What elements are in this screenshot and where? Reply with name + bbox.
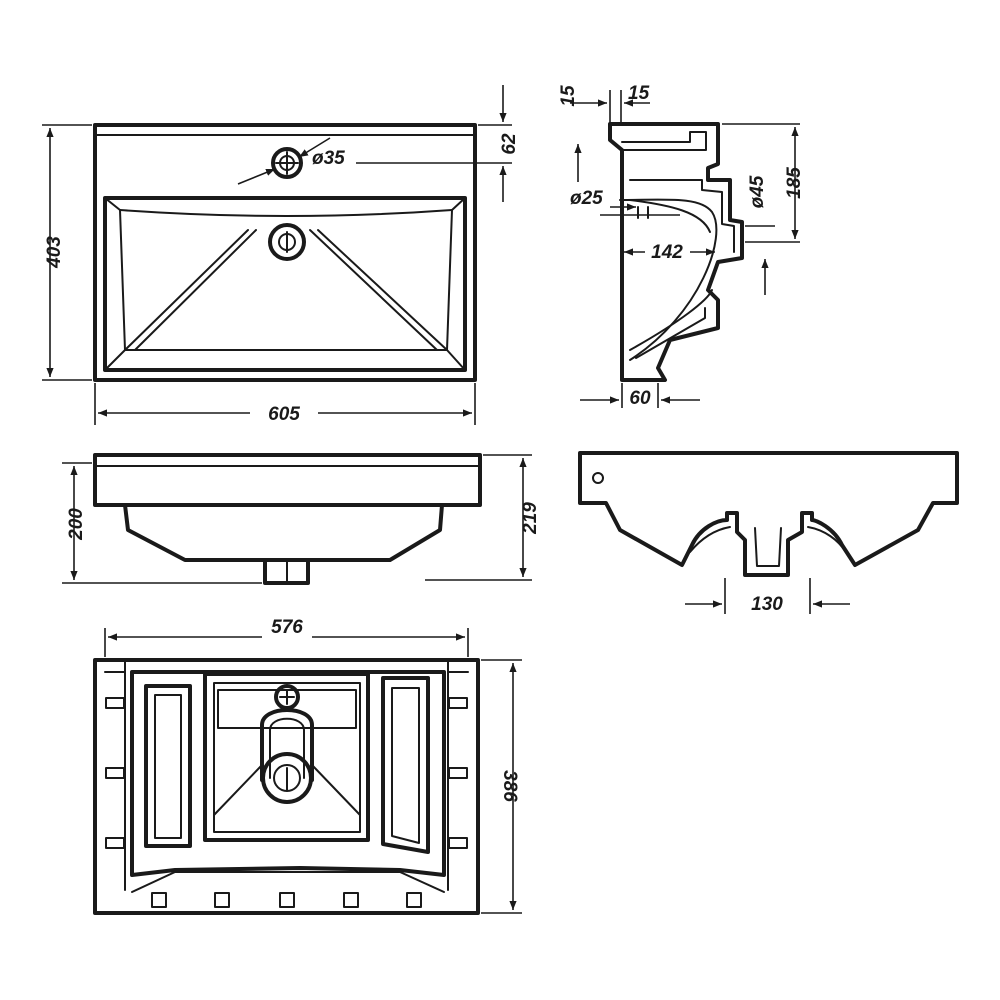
dimension-576: 576 (104, 617, 469, 657)
waste-outlet-underside (260, 684, 314, 804)
dimension-185: 185 (722, 123, 805, 243)
side-section-view (608, 122, 744, 382)
dimension-605-label: 605 (268, 404, 300, 425)
bottom-view (93, 658, 480, 915)
dimension-130-label: 130 (751, 594, 783, 615)
dimension-200-label: 200 (66, 508, 87, 541)
dimension-605: 605 (94, 383, 476, 425)
left-mounting-channel (144, 684, 192, 848)
dimension-403-label: 403 (44, 236, 65, 269)
front-elevation-view (93, 453, 482, 585)
dimension-62: 62 (356, 85, 520, 202)
dimension-15-left-label: 15 (558, 85, 579, 107)
drain-hole (268, 223, 306, 261)
dimension-386-label: 386 (499, 770, 520, 802)
dimension-62-label: 62 (499, 133, 520, 155)
dimension-waste-diameter-label: ø45 (747, 175, 768, 208)
dimension-200: 200 (62, 462, 262, 584)
dimension-576-label: 576 (271, 617, 303, 638)
back-elevation-view (578, 451, 959, 577)
dimension-219: 219 (425, 454, 541, 581)
dimension-overflow-diameter-label: ø25 (570, 188, 603, 209)
dimension-tap-diameter-label: ø35 (312, 148, 345, 169)
right-mounting-channel (381, 676, 430, 854)
tap-hole (271, 147, 303, 179)
dimension-386: 386 (481, 659, 522, 914)
center-bowl-underside (203, 672, 370, 842)
dimension-overflow-diameter: ø25 (570, 144, 680, 216)
dimension-219-label: 219 (520, 502, 541, 535)
dimension-15-left: 15 (558, 85, 611, 124)
dimension-403: 403 (42, 124, 92, 381)
mounting-lugs (105, 697, 468, 908)
dimension-185-label: 185 (784, 167, 805, 199)
dimension-tap-diameter: ø35 (237, 137, 345, 185)
dimension-60: 60 (580, 383, 700, 409)
dimension-waste-diameter: ø45 (745, 175, 775, 295)
dimension-130: 130 (685, 578, 850, 615)
dimension-15-right: 15 (620, 83, 650, 124)
dimension-142: 142 (624, 242, 715, 263)
basin-bowl-outline (103, 196, 467, 372)
dimension-142-label: 142 (651, 242, 683, 263)
top-view (93, 123, 477, 382)
dimension-15-right-label: 15 (628, 83, 650, 104)
dimension-60-label: 60 (629, 388, 651, 409)
